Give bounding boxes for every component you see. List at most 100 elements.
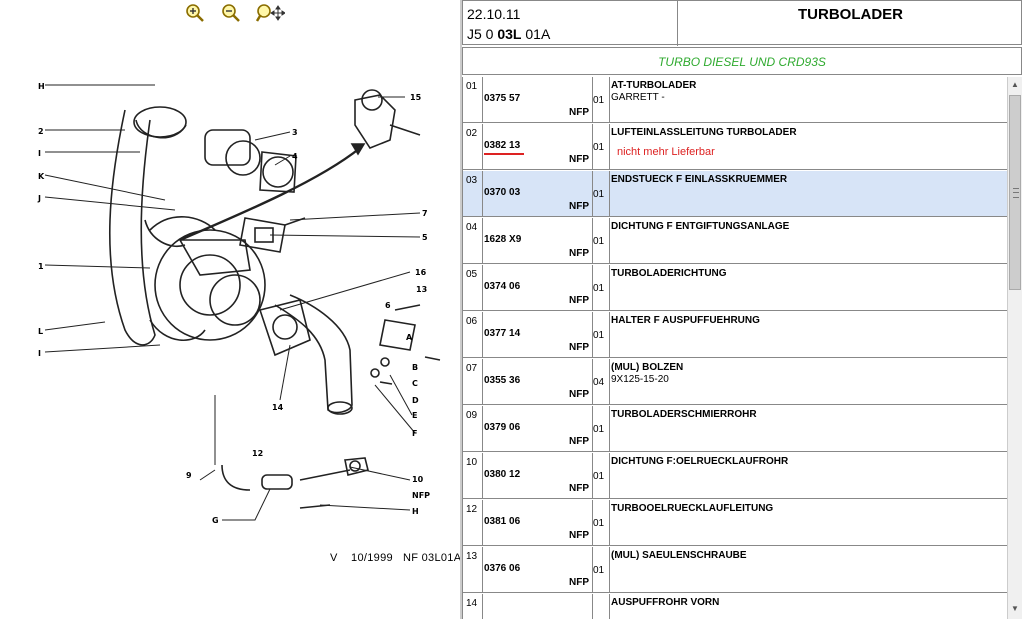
scroll-up-arrow-icon[interactable]: ▲: [1011, 80, 1019, 89]
position-cell: 04: [463, 218, 483, 263]
part-description: LUFTEINLASSLEITUNG TURBOLADER: [611, 127, 797, 138]
quantity-cell: 04: [592, 359, 610, 404]
callout-K: K: [38, 172, 45, 181]
part-number[interactable]: 0381 06: [484, 516, 521, 527]
part-number[interactable]: 0376 06: [484, 563, 521, 574]
quantity-cell: 01: [592, 218, 610, 263]
nfp-flag: NFP: [569, 248, 589, 259]
part-number[interactable]: 0370 03: [484, 187, 521, 198]
scroll-thumb[interactable]: [1009, 95, 1021, 290]
callout-G: G: [212, 516, 219, 525]
callout-10: 10: [412, 475, 424, 484]
scrollbar[interactable]: ▲ ▼: [1007, 77, 1022, 619]
diagram-caption: V 10/1999 NF 03L01A: [330, 552, 462, 564]
panel-divider[interactable]: [460, 0, 462, 619]
callout-C: C: [412, 379, 418, 388]
part-number[interactable]: 0380 12: [484, 469, 521, 480]
nfp-flag: NFP: [569, 201, 589, 212]
quantity: 01: [593, 142, 605, 153]
part-number[interactable]: 0382 13: [484, 140, 521, 151]
position-cell: 06: [463, 312, 483, 357]
nfp-flag: NFP: [569, 436, 589, 447]
quantity-cell: 01: [592, 77, 610, 122]
part-number-cell: 0355 36 NFP: [482, 359, 593, 404]
callout-L: L: [38, 327, 43, 336]
position-number: 02: [466, 128, 478, 139]
part-number[interactable]: 1628 X9: [484, 234, 522, 245]
part-number-cell: 1628 X9 NFP: [482, 218, 593, 263]
part-number-cell: 0379 06 NFP: [482, 406, 593, 451]
quantity: 01: [593, 330, 605, 341]
position-number: 12: [466, 504, 478, 515]
part-description: (MUL) BOLZEN: [611, 362, 684, 373]
position-cell: 05: [463, 265, 483, 310]
callout-D: D: [412, 396, 419, 405]
part-number[interactable]: 0375 57: [484, 93, 521, 104]
callout-15: 15: [410, 93, 422, 102]
zoom-in-icon[interactable]: [184, 3, 206, 23]
part-number[interactable]: 0355 36: [484, 375, 521, 386]
table-row[interactable]: 14 AUSPUFFROHR VORN: [463, 594, 1008, 619]
quantity: 01: [593, 189, 605, 200]
description-cell: DICHTUNG F:OELRUECKLAUFROHR: [609, 453, 1008, 498]
nfp-flag: NFP: [569, 389, 589, 400]
quantity: 01: [593, 283, 605, 294]
position-number: 09: [466, 410, 478, 421]
zoom-out-icon[interactable]: [220, 3, 242, 23]
part-description: (MUL) SAEULENSCHRAUBE: [611, 550, 747, 561]
part-number-cell: 0370 03 NFP: [482, 171, 593, 216]
position-cell: 14: [463, 594, 483, 619]
part-number-underline: [484, 153, 524, 155]
quantity-cell: 01: [592, 312, 610, 357]
header-divider: [677, 1, 678, 46]
part-number[interactable]: 0377 14: [484, 328, 521, 339]
quantity-cell: 01: [592, 265, 610, 310]
part-subdescription: GARRETT -: [611, 92, 665, 103]
part-number[interactable]: 0379 06: [484, 422, 521, 433]
position-cell: 02: [463, 124, 483, 169]
quantity: 01: [593, 518, 605, 529]
callout-7: 7: [422, 209, 428, 218]
description-cell: AUSPUFFROHR VORN: [609, 594, 1008, 619]
callout-I-lower: I: [38, 349, 41, 358]
position-number: 05: [466, 269, 478, 280]
description-cell: DICHTUNG F ENTGIFTUNGSANLAGE: [609, 218, 1008, 263]
quantity: 04: [593, 377, 605, 388]
callout-3: 3: [292, 128, 298, 137]
quantity-cell: 01: [592, 453, 610, 498]
position-number: 13: [466, 551, 478, 562]
code-suffix: 01A: [521, 26, 551, 42]
position-cell: 03: [463, 171, 483, 216]
position-number: 06: [466, 316, 478, 327]
scroll-down-arrow-icon[interactable]: ▼: [1011, 604, 1019, 613]
callout-E: E: [412, 411, 417, 420]
diagram-panel: H 2 I K J 1 L I 15 3 4 7 5 16 6 13 A B C…: [0, 0, 462, 619]
callout-5: 5: [422, 233, 428, 242]
part-description: DICHTUNG F:OELRUECKLAUFROHR: [611, 456, 789, 467]
part-description: DICHTUNG F ENTGIFTUNGSANLAGE: [611, 221, 790, 232]
availability-note: nicht mehr Lieferbar: [617, 146, 715, 158]
zoom-pan-icon[interactable]: [255, 3, 286, 23]
quantity-cell: 01: [592, 124, 610, 169]
diagram-toolbar: [0, 0, 462, 26]
callout-I: I: [38, 149, 41, 158]
part-description: AT-TURBOLADER: [611, 80, 697, 91]
position-number: 03: [466, 175, 478, 186]
part-description: HALTER F AUSPUFFUEHRUNG: [611, 315, 760, 326]
part-number[interactable]: 0374 06: [484, 281, 521, 292]
